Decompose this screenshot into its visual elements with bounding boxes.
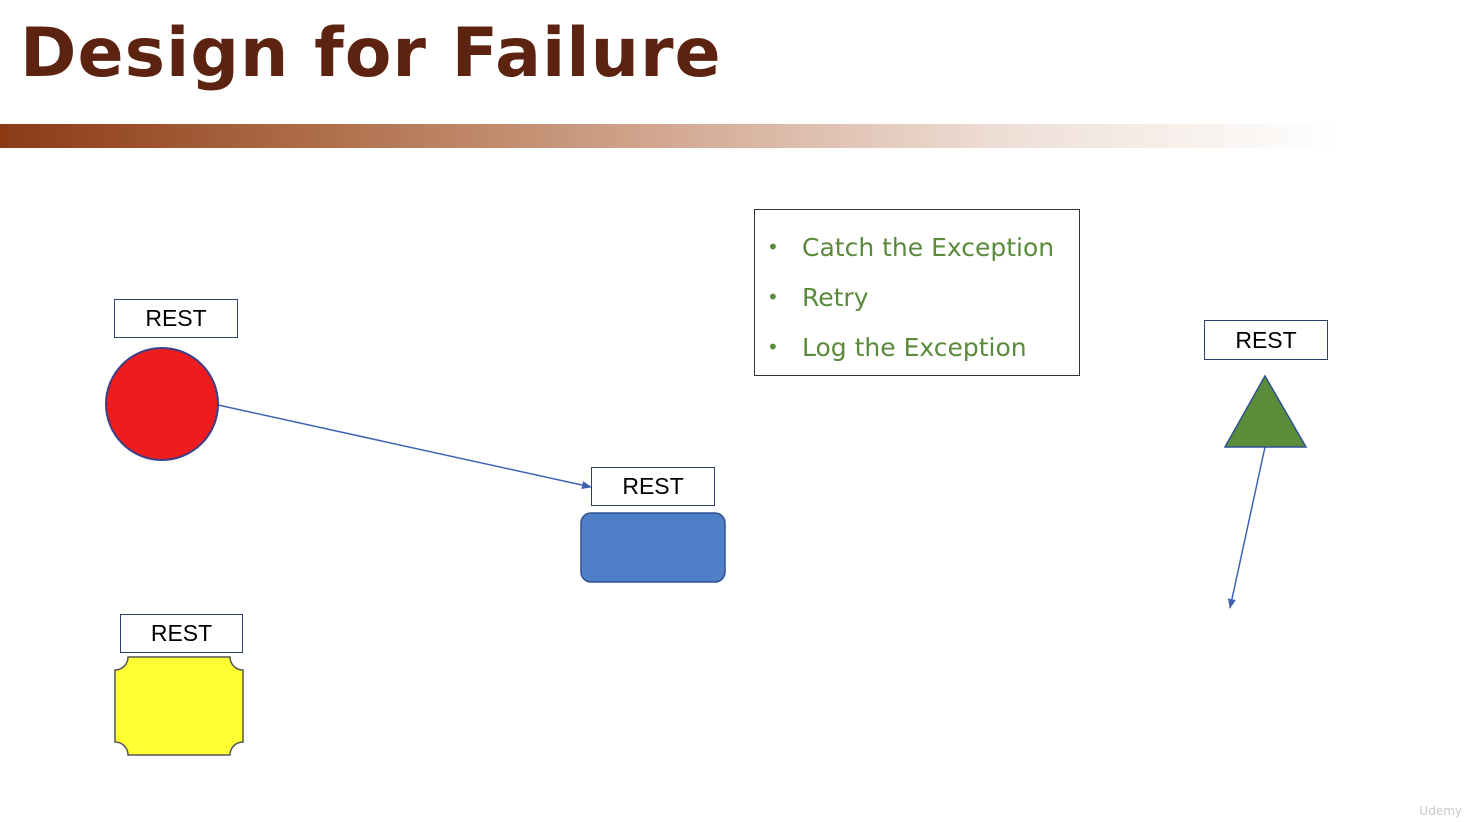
bullet-dot-icon: • [767,335,779,359]
red-circle-service [105,347,219,461]
green-triangle-service [1223,374,1308,448]
arrow-circle-to-rectangle [217,404,592,489]
bullet-box: • Catch the Exception • Retry • Log the … [754,209,1080,376]
rest-label-octagon: REST [120,614,243,653]
blue-rectangle-service [580,512,726,583]
watermark: Udemy [1419,804,1462,818]
bullet-item: • Retry [767,272,1079,322]
slide-title: Design for Failure [20,14,722,93]
arrow-triangle-down [1228,446,1266,609]
bullet-dot-icon: • [767,235,779,259]
bullet-list: • Catch the Exception • Retry • Log the … [755,210,1079,372]
yellow-octagon-service [114,656,244,756]
bullet-item: • Catch the Exception [767,222,1079,272]
rest-label-circle: REST [114,299,238,338]
rest-label-rectangle: REST [591,467,715,506]
bullet-text: Catch the Exception [802,232,1055,262]
bullet-text: Log the Exception [802,332,1027,362]
bullet-dot-icon: • [767,285,779,309]
title-accent-bar [0,124,1340,148]
rest-label-triangle: REST [1204,320,1328,360]
bullet-text: Retry [802,282,869,312]
bullet-item: • Log the Exception [767,322,1079,372]
